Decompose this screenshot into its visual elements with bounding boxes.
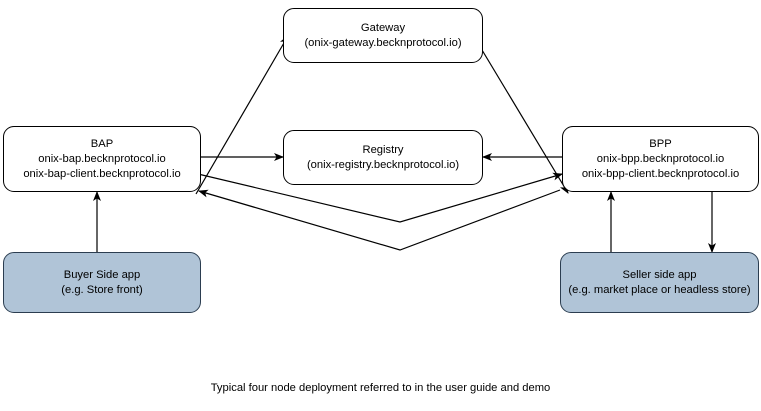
node-bpp-host-client: onix-bpp-client.becknprotocol.io	[581, 167, 740, 180]
node-seller-title: Seller side app	[622, 268, 697, 281]
node-buyer-subtitle: (e.g. Store front)	[61, 283, 143, 296]
node-bap[interactable]: BAP onix-bap.becknprotocol.io onix-bap-c…	[3, 126, 201, 192]
node-bpp-title: BPP	[649, 137, 672, 150]
node-buyer-side-app[interactable]: Buyer Side app (e.g. Store front)	[3, 252, 201, 313]
node-seller-side-app[interactable]: Seller side app (e.g. market place or he…	[560, 252, 759, 313]
edge-bap-to-gateway	[195, 35, 289, 195]
node-seller-subtitle: (e.g. market place or headless store)	[568, 283, 751, 296]
node-gateway[interactable]: Gateway (onix-gateway.becknprotocol.io)	[283, 8, 483, 63]
node-bap-title: BAP	[90, 137, 114, 150]
node-registry-subtitle: (onix-registry.becknprotocol.io)	[306, 158, 460, 171]
edge-bpp-to-bap	[198, 189, 561, 251]
edge-gateway-to-bpp	[469, 29, 569, 194]
diagram-caption: Typical four node deployment referred to…	[210, 382, 551, 394]
node-gateway-title: Gateway	[360, 21, 406, 34]
node-registry[interactable]: Registry (onix-registry.becknprotocol.io…	[283, 130, 483, 185]
node-gateway-subtitle: (onix-gateway.becknprotocol.io)	[304, 36, 462, 49]
node-buyer-title: Buyer Side app	[63, 268, 141, 281]
node-bpp[interactable]: BPP onix-bpp.becknprotocol.io onix-bpp-c…	[562, 126, 759, 192]
node-bpp-host-primary: onix-bpp.becknprotocol.io	[596, 152, 725, 165]
node-bap-host-client: onix-bap-client.becknprotocol.io	[23, 167, 181, 180]
node-registry-title: Registry	[362, 143, 404, 156]
node-bap-host-primary: onix-bap.becknprotocol.io	[38, 152, 166, 165]
